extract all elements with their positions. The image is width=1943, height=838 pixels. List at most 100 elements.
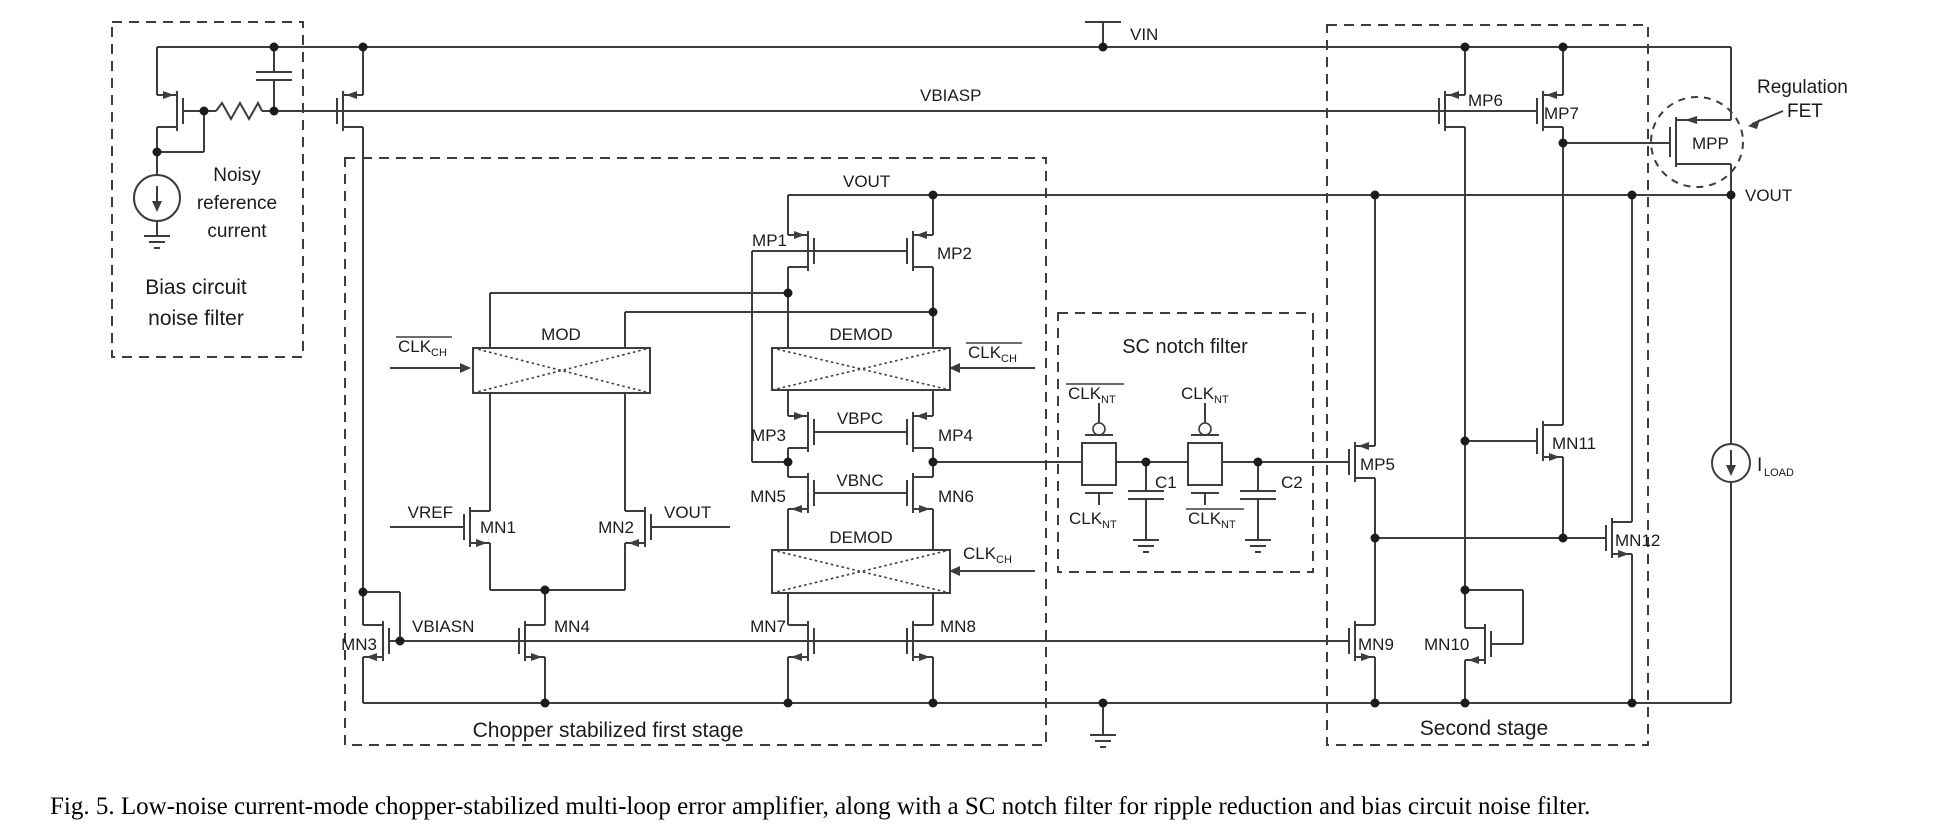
c2-ground-icon: [1244, 539, 1272, 553]
notch-switch-1-bubble: [1092, 422, 1106, 436]
svg-text:CH: CH: [1001, 353, 1017, 365]
clk-ch-demod-upper-label: CLK CH: [968, 343, 1017, 365]
sources-and-grounds: [133, 174, 1751, 748]
vin-label: VIN: [1130, 25, 1158, 44]
mn7-label: MN7: [750, 617, 786, 636]
demod-lower-label: DEMOD: [829, 528, 892, 547]
mn1-label: MN1: [480, 518, 516, 537]
mn5-label: MN5: [750, 487, 786, 506]
regulation-pointer-arrowhead: [1748, 119, 1760, 129]
bias-box-title-line2: noise filter: [148, 307, 244, 330]
first-stage-title: Chopper stabilized first stage: [473, 719, 744, 742]
svg-text:NT: NT: [1221, 519, 1236, 531]
clk-ch-mod-label: CLK CH: [398, 337, 447, 359]
vbnc-label: VBNC: [836, 471, 883, 490]
chopper-blocks: [472, 347, 951, 594]
mp5-label: MP5: [1360, 455, 1395, 474]
noisy-ref-line3: current: [207, 221, 267, 242]
svg-text:CLK: CLK: [968, 343, 1002, 362]
c1-ground-icon: [1132, 539, 1160, 553]
load-current-source: [1711, 443, 1751, 483]
mod-chopper-block: [472, 347, 651, 394]
second-stage-title: Second stage: [1420, 717, 1548, 740]
mn6-transistor: [906, 472, 934, 514]
svg-text:CLK: CLK: [1181, 384, 1215, 403]
bias-current-arrow: [152, 201, 162, 212]
bias-pmos-transistor: [156, 90, 184, 132]
vbiasp-label: VBIASP: [920, 86, 981, 105]
regulation-label-line2: FET: [1787, 101, 1823, 122]
bias-noise-filter-box: [111, 21, 304, 358]
svg-text:NT: NT: [1101, 394, 1116, 406]
demod-upper-label: DEMOD: [829, 325, 892, 344]
notch-switch-2-bubble: [1198, 422, 1212, 436]
load-current-arrow: [1726, 465, 1736, 476]
svg-text:CLK: CLK: [963, 544, 997, 563]
mn3-label: MN3: [341, 635, 377, 654]
svg-text:I: I: [1757, 455, 1762, 476]
mn9-label: MN9: [1358, 635, 1394, 654]
transistors: [156, 90, 1697, 665]
svg-text:CLK: CLK: [1068, 384, 1102, 403]
mn4-label: MN4: [554, 617, 590, 636]
mn12-label: MN12: [1615, 531, 1660, 550]
mn2-label: MN2: [598, 518, 634, 537]
mn5-transistor: [787, 472, 815, 514]
svg-text:CLK: CLK: [1069, 509, 1103, 528]
mpp-source-arrow: [1685, 116, 1697, 124]
mod-clk-arrowhead: [460, 363, 471, 373]
demod-upper-clk-arrowhead: [949, 363, 960, 373]
clk-nt-switch1-top-label: CLK NT: [1068, 384, 1116, 406]
vbpc-label: VBPC: [837, 409, 883, 428]
mp2-label: MP2: [937, 244, 972, 263]
mp4-transistor: [906, 411, 934, 453]
noisy-ref-line1: Noisy: [213, 165, 261, 186]
sc-notch-filter-title: SC notch filter: [1122, 336, 1248, 358]
mp4-label: MP4: [938, 426, 973, 445]
svg-text:CLK: CLK: [398, 337, 432, 356]
mp6-label: MP6: [1468, 91, 1503, 110]
clk-ch-demod-lower-label: CLK CH: [963, 544, 1012, 566]
first-stage-box: [344, 157, 1047, 746]
svg-text:CH: CH: [996, 554, 1012, 566]
mp2-transistor: [906, 230, 934, 272]
vbiasn-label: VBIASN: [412, 617, 474, 636]
mp3-transistor: [787, 411, 815, 453]
vout-firststage-label: VOUT: [843, 172, 890, 191]
mn6-label: MN6: [938, 487, 974, 506]
svg-text:NT: NT: [1102, 519, 1117, 531]
bias-box-title-line1: Bias circuit: [145, 276, 247, 299]
mn10-label: MN10: [1424, 635, 1469, 654]
mp7-label: MP7: [1544, 104, 1579, 123]
demod-lower-chopper-block: [771, 549, 951, 594]
clk-overlines: [396, 336, 1244, 510]
vref-label: VREF: [408, 503, 453, 522]
c2-label: C2: [1281, 473, 1303, 492]
notch-switch-1: [1081, 442, 1117, 486]
bias-ground-icon: [143, 235, 171, 249]
main-ground-icon: [1089, 734, 1117, 748]
regulation-fet-circle: [1650, 96, 1744, 188]
demod-upper-chopper-block: [771, 347, 951, 391]
region-boxes: [111, 21, 1744, 746]
noisy-ref-line2: reference: [197, 193, 277, 214]
sc-notch-filter-box: [1057, 312, 1314, 573]
svg-text:CLK: CLK: [1188, 509, 1222, 528]
mp1-label: MP1: [752, 231, 787, 250]
sc-notch-switches: [1081, 422, 1223, 486]
demod-lower-clk-arrowhead: [949, 566, 960, 576]
vout-feedback-label: VOUT: [664, 503, 711, 522]
clock-arrows: [396, 119, 1760, 576]
notch-switch-2: [1187, 442, 1223, 486]
mn11-label: MN11: [1552, 434, 1596, 453]
svg-text:CH: CH: [431, 347, 447, 359]
junction-dots: [152, 42, 1736, 708]
svg-text:NT: NT: [1214, 394, 1229, 406]
bias-filter-resistor: [215, 100, 263, 122]
noisy-reference-current-source: [133, 174, 181, 222]
iload-label: I LOAD: [1757, 455, 1794, 479]
figure-caption: Fig. 5. Low-noise current-mode chopper-s…: [50, 793, 1590, 820]
mp3-label: MP3: [751, 426, 786, 445]
